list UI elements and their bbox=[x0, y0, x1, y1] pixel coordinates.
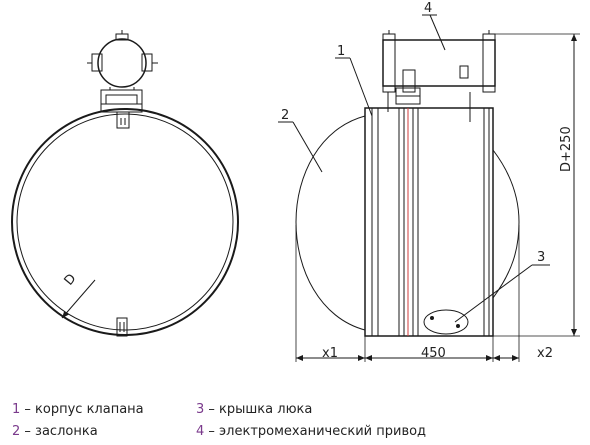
front-bottom-bracket bbox=[116, 317, 128, 337]
legend-item-1: 1 – корпус клапана bbox=[12, 402, 144, 417]
front-body-inner-ring bbox=[16, 113, 234, 331]
dim-x2-label: x2 bbox=[537, 346, 553, 361]
leader-1 bbox=[349, 57, 373, 117]
dim-height-label: D+250 bbox=[559, 126, 574, 172]
legend-num-3: 3 bbox=[196, 402, 205, 417]
damper-blade-left bbox=[295, 115, 366, 331]
valve-body bbox=[364, 107, 494, 337]
legend-text-3: крышка люка bbox=[219, 402, 313, 417]
legend-item-3: 3 – крышка люка bbox=[196, 402, 312, 417]
actuator-body bbox=[382, 39, 496, 87]
legend-text-4: электромеханический привод bbox=[219, 424, 427, 439]
legend-num-2: 2 bbox=[12, 424, 21, 439]
front-body-outer-ring bbox=[11, 108, 239, 336]
front-actuator-support bbox=[100, 89, 143, 113]
legend-dash-4: – bbox=[204, 424, 220, 439]
diameter-label: D bbox=[62, 271, 80, 288]
callout-2: 2 bbox=[281, 108, 289, 123]
legend-text-2: заслонка bbox=[35, 424, 98, 439]
leader-3 bbox=[454, 264, 533, 323]
legend-item-4: 4 – электромеханический привод bbox=[196, 424, 426, 439]
dim-width-label: 450 bbox=[421, 346, 446, 361]
damper-blade-right bbox=[492, 149, 520, 299]
callout-1: 1 bbox=[337, 44, 345, 59]
leader-4 bbox=[429, 14, 446, 51]
dim-x1-label: x1 bbox=[322, 346, 338, 361]
callout-3: 3 bbox=[537, 250, 545, 265]
front-view bbox=[11, 30, 239, 337]
legend-num-1: 1 bbox=[12, 402, 21, 417]
legend-dash-2: – bbox=[20, 424, 36, 439]
inspection-hatch bbox=[423, 309, 469, 335]
legend-num-4: 4 bbox=[196, 424, 205, 439]
side-view bbox=[278, 14, 580, 362]
leader-2 bbox=[292, 121, 323, 173]
front-actuator bbox=[97, 38, 147, 88]
legend-dash-1: – bbox=[20, 402, 36, 417]
callout-4: 4 bbox=[424, 1, 432, 16]
legend-item-2: 2 – заслонка bbox=[12, 424, 98, 439]
actuator-coupling bbox=[402, 69, 416, 93]
legend-dash-3: – bbox=[204, 402, 220, 417]
legend-text-1: корпус клапана bbox=[35, 402, 144, 417]
diameter-leader bbox=[61, 279, 96, 319]
